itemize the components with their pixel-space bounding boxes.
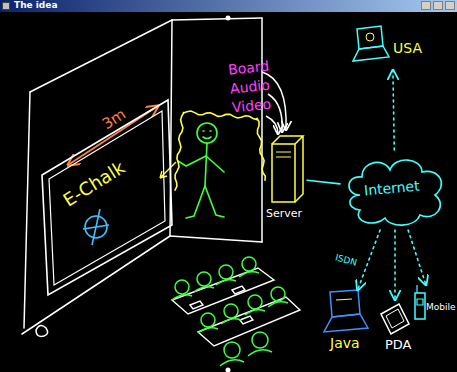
student-head [242,257,256,271]
stream-arrow [266,116,278,134]
teacher-figure [178,123,224,218]
sketch-stroke [415,293,425,319]
remote-laptop: USA [345,25,440,70]
student-head [175,280,189,294]
sketch-stroke [417,285,423,305]
sketch-stroke [386,309,404,328]
waste-bin [36,325,48,336]
sketch-stroke [83,209,109,245]
student-head [271,287,285,301]
student-head [248,295,262,309]
wall-corner [261,18,263,242]
server-box: Server [265,132,307,224]
window-title-bar: The idea [0,0,457,12]
board-wire [175,111,265,190]
teacher-head [197,123,217,143]
client-label: Java [330,336,360,350]
sketch-stroke [42,100,172,295]
sketch-stroke [49,111,165,285]
close-button [445,1,455,10]
minimize-button [421,1,431,10]
student-head [219,265,233,279]
notebook [190,286,253,324]
internet-cloud: Internet [340,150,450,230]
edge-label: ISDN [334,253,358,267]
sketch-stroke [349,160,441,225]
ceiling-line [172,18,262,20]
cloud-label: Internet [363,179,420,198]
sketch-stroke [357,26,383,49]
page-marker [226,368,231,372]
students [172,257,288,366]
device-label: PDA [385,338,412,351]
mobile-phone: Mobile [413,285,457,340]
room-walls [22,18,262,336]
server-label: Server [266,208,302,219]
teacher-legs [186,186,224,218]
teacher-arm [206,156,224,172]
student-head [201,313,215,327]
remote-laptop-outline [345,25,440,70]
student-shoulders [172,272,288,366]
ceiling-line [30,20,172,92]
teacher-face [203,131,211,139]
client-link [358,230,381,290]
sketch-stroke [381,304,409,334]
sketch-stroke [324,314,368,332]
sketch-stroke [330,290,360,317]
device-label: Mobile [426,303,456,312]
student-head [197,272,211,286]
client-link [408,230,426,285]
floor-line [22,236,170,334]
network-link [307,180,340,184]
sketch-stroke [272,144,295,202]
pointer-arrow [160,162,176,178]
client-link [393,70,394,150]
floor-line [170,236,262,242]
teacher-arm [178,156,206,166]
desks [172,268,300,346]
sketch-stroke [276,152,291,157]
student-head [224,304,238,318]
mobile-phone-outline [413,285,457,340]
window-icon [2,2,10,10]
client-laptop: Java [318,290,373,355]
window-title: The idea [14,1,58,10]
desk [172,268,274,314]
client-link [394,230,396,300]
student-head [252,332,268,348]
wall-corner [24,92,30,328]
location-label: USA [393,41,422,55]
pda-device: PDA [375,300,415,355]
sketch-stroke [353,46,389,61]
sketch-stroke [336,299,352,300]
stream-label: Board Audio Video [227,55,285,117]
student-head [224,342,240,358]
sketch-stroke [366,33,374,41]
maximize-button [433,1,443,10]
sketch-stroke [272,136,303,202]
teacher-body [205,143,207,186]
